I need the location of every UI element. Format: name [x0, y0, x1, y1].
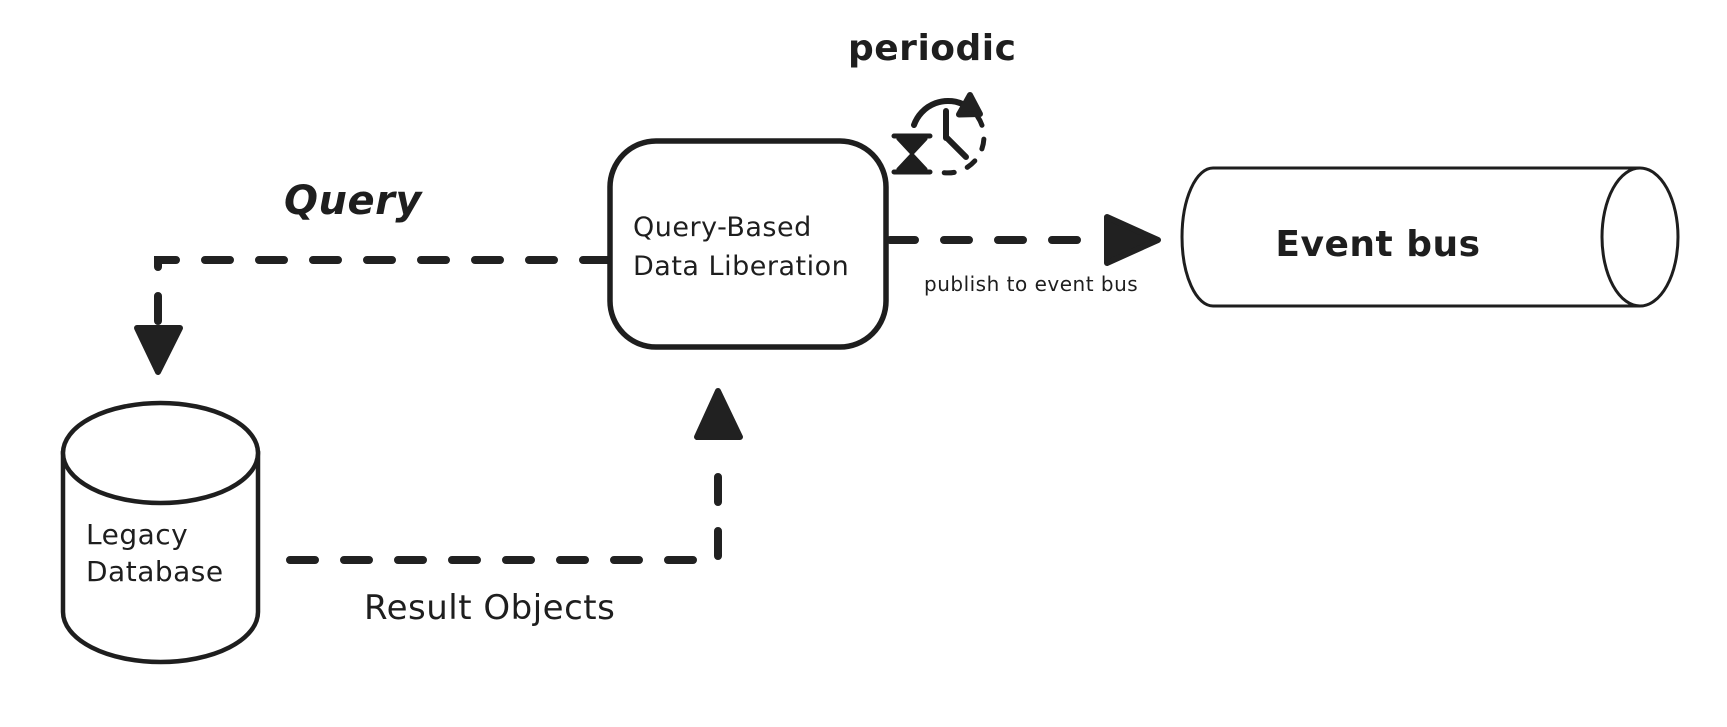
query-arrowhead-down-icon	[134, 325, 183, 375]
periodic-annotation-label: periodic	[848, 28, 1017, 69]
legacy-database-body	[60, 450, 261, 665]
recurring-clock-icon	[890, 92, 987, 177]
event-bus-shape	[1180, 166, 1680, 308]
hourglass-icon	[890, 130, 933, 177]
publish-arrow	[886, 214, 1161, 266]
result-objects-arrow-line	[286, 448, 722, 564]
result-objects-arrow	[286, 388, 743, 564]
hourglass-bars	[891, 133, 933, 175]
processor-box	[607, 138, 889, 350]
processor-node-label: Query-Based Data Liberation	[633, 212, 850, 282]
publish-arrowhead-right-icon	[1104, 214, 1161, 266]
clock-cycle-arrowhead-icon	[956, 92, 983, 118]
hourglass-glass	[896, 137, 928, 171]
legacy-database-node-label: Legacy Database	[86, 518, 224, 588]
legacy-database-top	[60, 400, 261, 506]
result-objects-arrowhead-up-icon	[694, 388, 743, 440]
publish-edge-label: publish to event bus	[924, 272, 1139, 296]
clock-dashed-circle	[930, 113, 987, 176]
query-edge-label: Query	[284, 178, 422, 224]
query-arrow	[134, 256, 612, 375]
event-bus-node-label: Event bus	[1275, 224, 1481, 265]
event-bus-right-face	[1600, 166, 1680, 308]
event-bus-left-cap	[1180, 166, 1214, 308]
clock-cycle-arc	[911, 97, 969, 128]
clock-hands	[943, 108, 969, 160]
result-objects-edge-label: Result Objects	[364, 588, 616, 628]
event-bus-body-lines	[1213, 166, 1640, 308]
query-arrow-line	[154, 256, 612, 334]
legacy-database-shape	[60, 400, 261, 665]
